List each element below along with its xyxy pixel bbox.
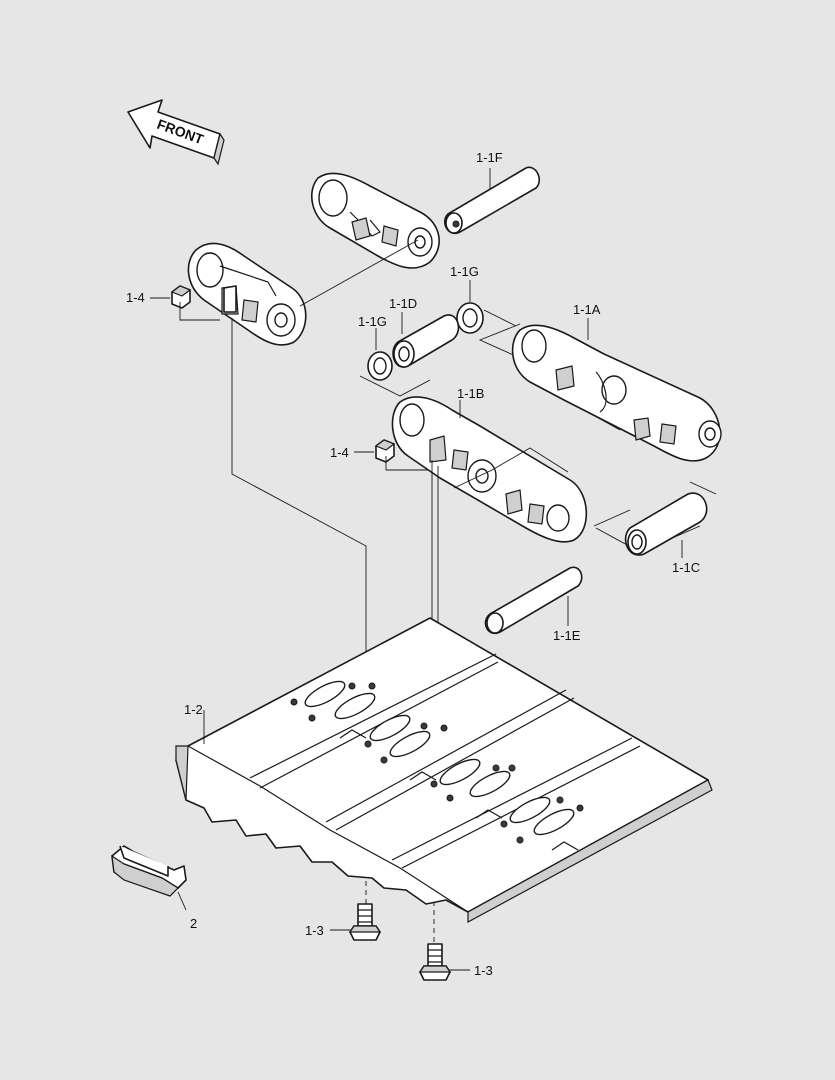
bolt-right — [418, 943, 470, 981]
label-clip: 2 — [190, 916, 197, 931]
link-pin-1-1f — [444, 166, 541, 235]
label-pin-lower: 1-1E — [553, 628, 581, 643]
label-shoe: 1-2 — [184, 702, 203, 717]
outer-link-left — [187, 242, 307, 346]
label-bushing: 1-1D — [389, 296, 417, 311]
label-nut-upper: 1-4 — [126, 290, 145, 305]
front-arrow-icon: FRONT — [127, 99, 225, 166]
clip-2 — [111, 845, 187, 911]
nut-lower — [374, 439, 428, 471]
bushing-1-1c — [624, 492, 708, 556]
pin-1-1e — [484, 566, 583, 635]
label-nut-lower: 1-4 — [330, 445, 349, 460]
label-seal-lower: 1-1G — [358, 314, 387, 329]
label-seal-upper: 1-1G — [450, 264, 479, 279]
link-assembly-left-1-1b — [391, 396, 588, 543]
link-assembly-right-1-1a — [511, 324, 722, 462]
nut-upper — [170, 285, 220, 321]
label-link-assy-left: 1-1B — [457, 386, 484, 401]
outer-link-upper — [310, 172, 440, 269]
label-link-assy-right: 1-1A — [573, 302, 601, 317]
label-bolt-right: 1-3 — [474, 963, 493, 978]
label-bushing-right: 1-1C — [672, 560, 700, 575]
seal-upper-1-1g — [456, 302, 484, 334]
track-shoe-1-2 — [175, 617, 713, 924]
seal-lower-1-1g — [367, 351, 393, 381]
bolt-left — [330, 903, 382, 941]
bushing-1-1d — [392, 314, 460, 368]
label-bolt-left: 1-3 — [305, 923, 324, 938]
label-link-pin: 1-1F — [476, 150, 503, 165]
